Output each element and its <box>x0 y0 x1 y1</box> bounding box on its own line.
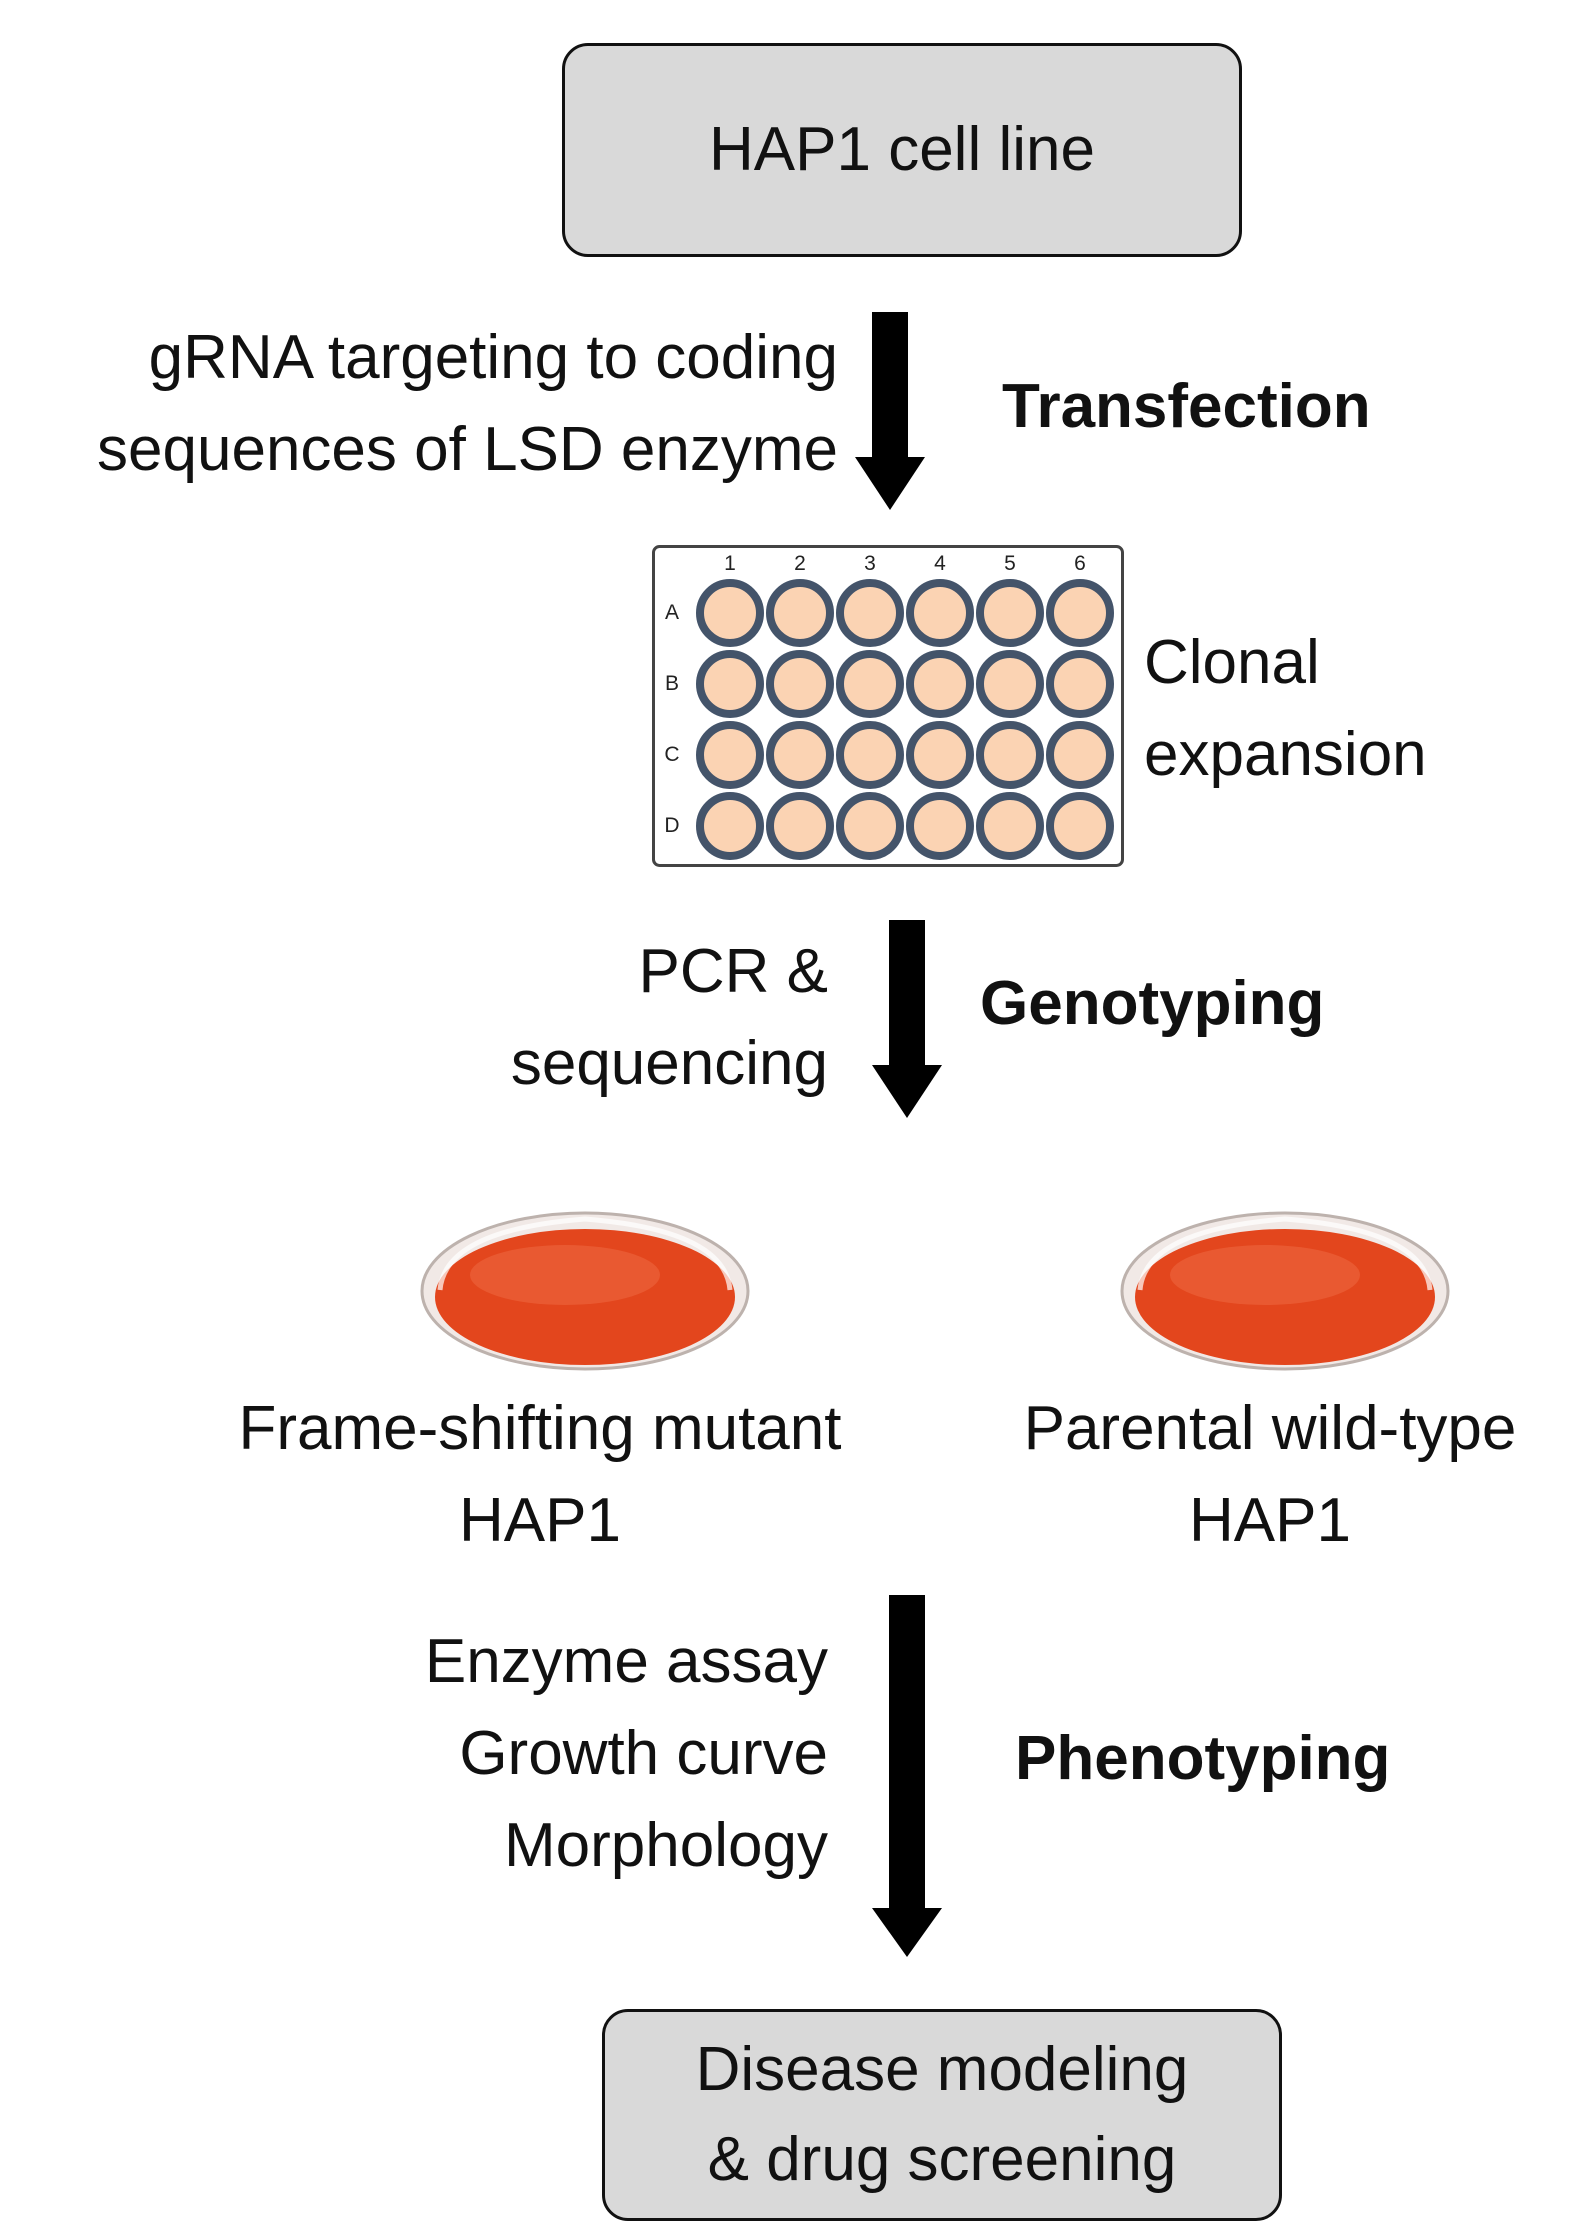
arrow-down-icon <box>855 312 925 510</box>
plate-column-label: 2 <box>794 552 806 575</box>
plate-well <box>836 579 904 647</box>
transfection-detail: gRNA targeting to coding sequences of LS… <box>0 312 838 496</box>
genotyping-detail: PCR & sequencing <box>300 926 828 1110</box>
arrow-down-icon <box>872 920 942 1118</box>
plate-well <box>766 650 834 718</box>
result-box-line: & drug screening <box>707 2125 1177 2194</box>
plate-column-label: 3 <box>864 552 876 575</box>
plate-well <box>906 650 974 718</box>
genotyping-label: Genotyping <box>980 969 1325 1038</box>
plate-row-label: B <box>665 672 679 695</box>
plate-well <box>836 792 904 860</box>
result-box: Disease modeling & drug screening <box>602 2009 1282 2221</box>
wildtype-caption-line: HAP1 <box>1189 1486 1351 1555</box>
start-box-label: HAP1 cell line <box>709 115 1095 185</box>
plate-well <box>976 721 1044 789</box>
plate-column-label: 6 <box>1074 552 1086 575</box>
phenotyping-detail-line: Growth curve <box>459 1719 828 1788</box>
plate-well <box>766 721 834 789</box>
clonal-expansion-line: expansion <box>1144 720 1427 789</box>
plate-well <box>696 792 764 860</box>
plate-well <box>1046 721 1114 789</box>
phenotyping-detail-line: Morphology <box>504 1811 828 1880</box>
clonal-expansion-line: Clonal <box>1144 628 1320 697</box>
genotyping-detail-line: sequencing <box>510 1029 828 1098</box>
plate-well <box>976 650 1044 718</box>
mutant-caption-line: Frame-shifting mutant <box>238 1394 842 1463</box>
plate-row-label: A <box>665 601 679 624</box>
plate-well <box>696 650 764 718</box>
start-box: HAP1 cell line <box>562 43 1242 257</box>
wildtype-caption: Parental wild-type HAP1 <box>960 1383 1580 1567</box>
phenotyping-detail-line: Enzyme assay <box>424 1627 828 1696</box>
plate-well <box>906 792 974 860</box>
plate-well <box>836 721 904 789</box>
arrow-down-icon <box>872 1595 942 1957</box>
petri-dish-icon <box>1120 1211 1450 1371</box>
phenotyping-detail: Enzyme assay Growth curve Morphology <box>300 1616 828 1892</box>
wildtype-caption-line: Parental wild-type <box>1023 1394 1517 1463</box>
plate-column-label: 5 <box>1004 552 1016 575</box>
mutant-caption-line: HAP1 <box>459 1486 621 1555</box>
phenotyping-label: Phenotyping <box>1015 1724 1391 1793</box>
clonal-expansion-label: Clonal expansion <box>1144 617 1427 801</box>
plate-well <box>1046 579 1114 647</box>
plate-well <box>1046 792 1114 860</box>
plate-well <box>766 579 834 647</box>
plate-well <box>906 721 974 789</box>
transfection-detail-line: gRNA targeting to coding <box>148 323 838 392</box>
plate-row-label: C <box>664 743 679 766</box>
result-box-line: Disease modeling <box>695 2035 1189 2105</box>
plate-well <box>1046 650 1114 718</box>
plate-well <box>976 579 1044 647</box>
genotyping-detail-line: PCR & <box>638 937 828 1006</box>
plate-well <box>836 650 904 718</box>
plate-well <box>696 579 764 647</box>
well-plate-icon: 1 2 3 4 5 6 A B C D <box>652 545 1124 867</box>
plate-well <box>696 721 764 789</box>
transfection-label: Transfection <box>1002 372 1371 441</box>
plate-well <box>906 579 974 647</box>
petri-dish-icon <box>420 1211 750 1371</box>
plate-well <box>976 792 1044 860</box>
mutant-caption: Frame-shifting mutant HAP1 <box>140 1383 940 1567</box>
plate-column-label: 4 <box>934 552 946 575</box>
transfection-detail-line: sequences of LSD enzyme <box>97 415 838 484</box>
plate-row-label: D <box>664 814 679 837</box>
plate-column-label: 1 <box>724 552 736 575</box>
plate-well <box>766 792 834 860</box>
